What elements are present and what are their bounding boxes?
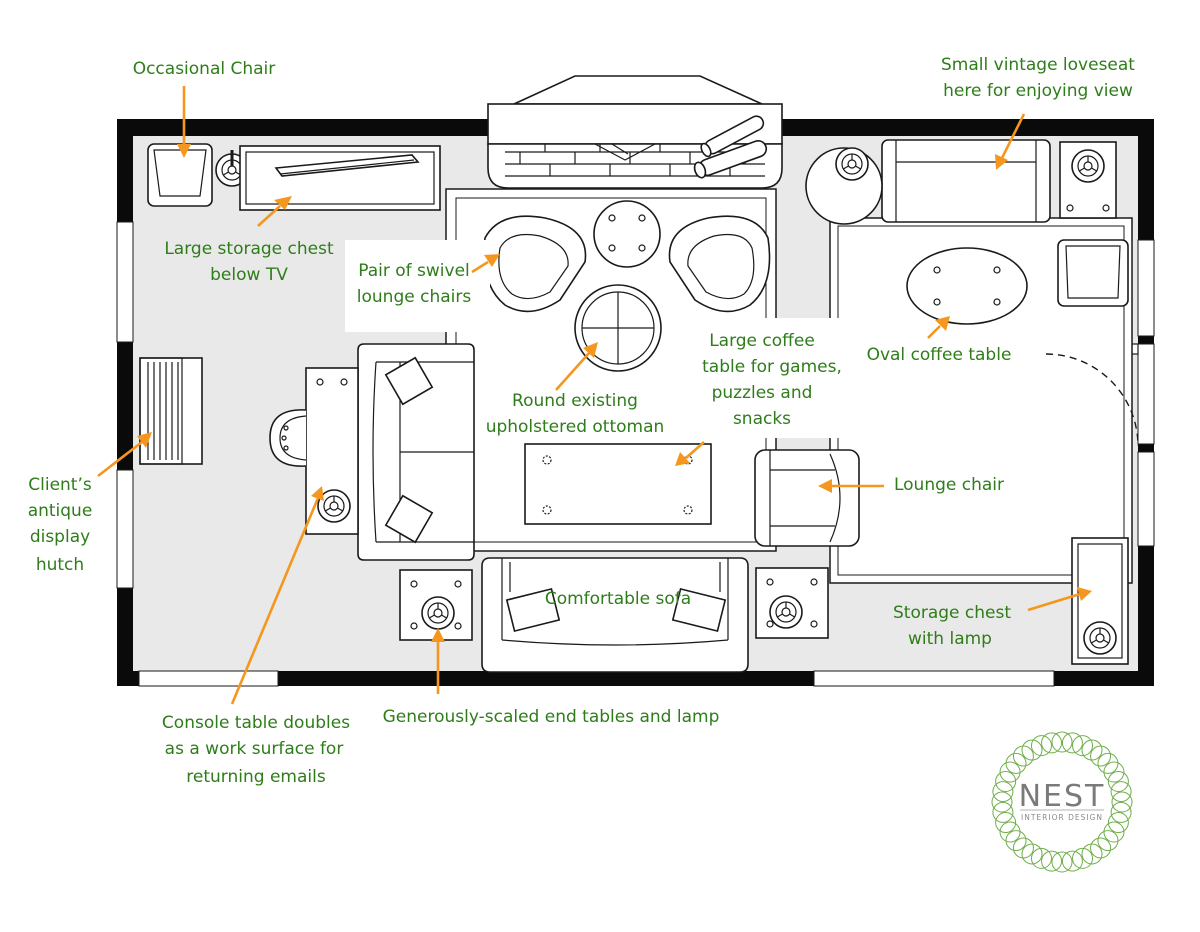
round-side-table — [593, 200, 661, 268]
lamp-icon — [421, 596, 455, 630]
occasional-chair — [147, 143, 213, 207]
logo-ring-loop — [995, 770, 1017, 792]
label-console-1: Console table doubles — [162, 713, 350, 733]
logo-ring-loop — [1110, 781, 1132, 803]
label-coffee-4: snacks — [733, 409, 791, 429]
lamp-icon — [1071, 149, 1105, 183]
logo-ring-loop — [1012, 745, 1034, 767]
label-loveseat-1: Small vintage loveseat — [941, 55, 1135, 75]
lamp-icon — [835, 147, 869, 181]
logo-ring-loop — [1061, 850, 1083, 872]
logo-ring-loop — [999, 761, 1021, 783]
label-hutch-2: antique — [28, 501, 93, 521]
logo-ring-loop — [1041, 732, 1063, 754]
small-armchair — [1057, 239, 1129, 307]
label-ottoman-1: Round existing — [512, 391, 638, 411]
antique-hutch — [139, 357, 203, 465]
swivel-chair-left — [483, 215, 587, 313]
logo-ring-loop — [1072, 735, 1094, 757]
label-hutch-1: Client’s — [28, 475, 92, 495]
desk-chair — [269, 409, 307, 467]
label-storage-lamp-2: with lamp — [908, 629, 992, 649]
logo-ring-loop — [992, 781, 1014, 803]
logo-ring-loop — [991, 791, 1013, 813]
lounge-chair — [754, 449, 860, 547]
logo-ring-loop — [1090, 837, 1112, 859]
label-loveseat-2: here for enjoying view — [943, 81, 1133, 101]
label-hutch-4: hutch — [36, 555, 84, 575]
logo-ring-loop — [992, 801, 1014, 823]
label-coffee-1: Large coffee — [709, 331, 815, 351]
logo-ring-loop — [1030, 847, 1052, 869]
oval-coffee-table — [906, 247, 1028, 325]
logo-tagline: INTERIOR DESIGN — [1021, 813, 1103, 822]
logo-ring-loop — [1005, 830, 1027, 852]
logo-ring-loop — [1041, 850, 1063, 872]
label-console-2: as a work surface for — [165, 739, 344, 759]
lamp-icon — [769, 595, 803, 629]
sofa-bottom — [481, 557, 749, 673]
label-storage-chest-tv-2: below TV — [210, 265, 288, 285]
fireplace — [487, 75, 783, 189]
logo-ring-loop — [1005, 752, 1027, 774]
logo-ring-loop — [1107, 812, 1129, 834]
sofa-left — [357, 343, 475, 561]
logo-ring-loop — [1081, 843, 1103, 865]
logo-ring-loop — [995, 812, 1017, 834]
label-lounge-chair: Lounge chair — [894, 475, 1004, 495]
label-bg-coffee — [700, 318, 842, 438]
label-bg-swivel — [345, 240, 490, 332]
logo-ring-loop — [1090, 745, 1112, 767]
label-bg-ottoman — [478, 382, 672, 442]
label-sofa: Comfortable sofa — [545, 589, 691, 609]
logo-ring-loop — [1021, 843, 1043, 865]
label-coffee-3: puzzles and — [712, 383, 813, 403]
label-occasional-chair: Occasional Chair — [133, 59, 276, 79]
logo-ring-loop — [1107, 770, 1129, 792]
lamp-icon — [1083, 621, 1117, 655]
logo-ring — [991, 731, 1133, 873]
label-swivel-2: lounge chairs — [357, 287, 472, 307]
logo-ring-loop — [1097, 752, 1119, 774]
logo-ring-loop — [1111, 791, 1133, 813]
storage-chest-tv — [239, 145, 441, 211]
label-oval-table: Oval coffee table — [867, 345, 1012, 365]
nest-logo: NEST INTERIOR DESIGN — [991, 731, 1133, 873]
logo-name: NEST — [1019, 779, 1106, 814]
logo-ring-loop — [1012, 837, 1034, 859]
logo-ring-loop — [1110, 801, 1132, 823]
logo-ring-loop — [1072, 847, 1094, 869]
logo-ring-loop — [1103, 761, 1125, 783]
door-swing — [1045, 353, 1139, 447]
label-storage-lamp-1: Storage chest — [893, 603, 1011, 623]
logo-ring-loop — [1021, 739, 1043, 761]
label-hutch-3: display — [30, 527, 90, 547]
round-ottoman — [574, 284, 662, 372]
logo-ring-loop — [1097, 830, 1119, 852]
logo-ring-loop — [1061, 732, 1083, 754]
label-storage-chest-tv-1: Large storage chest — [164, 239, 334, 259]
logo-ring-loop — [1051, 731, 1073, 753]
label-console-3: returning emails — [186, 767, 326, 787]
label-end-tables: Generously-scaled end tables and lamp — [383, 707, 720, 727]
logo-ring-loop — [1030, 735, 1052, 757]
label-ottoman-2: upholstered ottoman — [486, 417, 665, 437]
logo-ring-loop — [1103, 821, 1125, 843]
swivel-chair-right — [668, 215, 771, 313]
vintage-loveseat — [881, 139, 1051, 223]
logo-ring-loop — [1051, 851, 1073, 873]
logo-ring-loop — [1081, 739, 1103, 761]
logo-ring-loop — [999, 821, 1021, 843]
label-swivel-1: Pair of swivel — [358, 261, 470, 281]
label-coffee-2: table for games, — [702, 357, 842, 377]
callout-arrows — [97, 86, 1092, 705]
